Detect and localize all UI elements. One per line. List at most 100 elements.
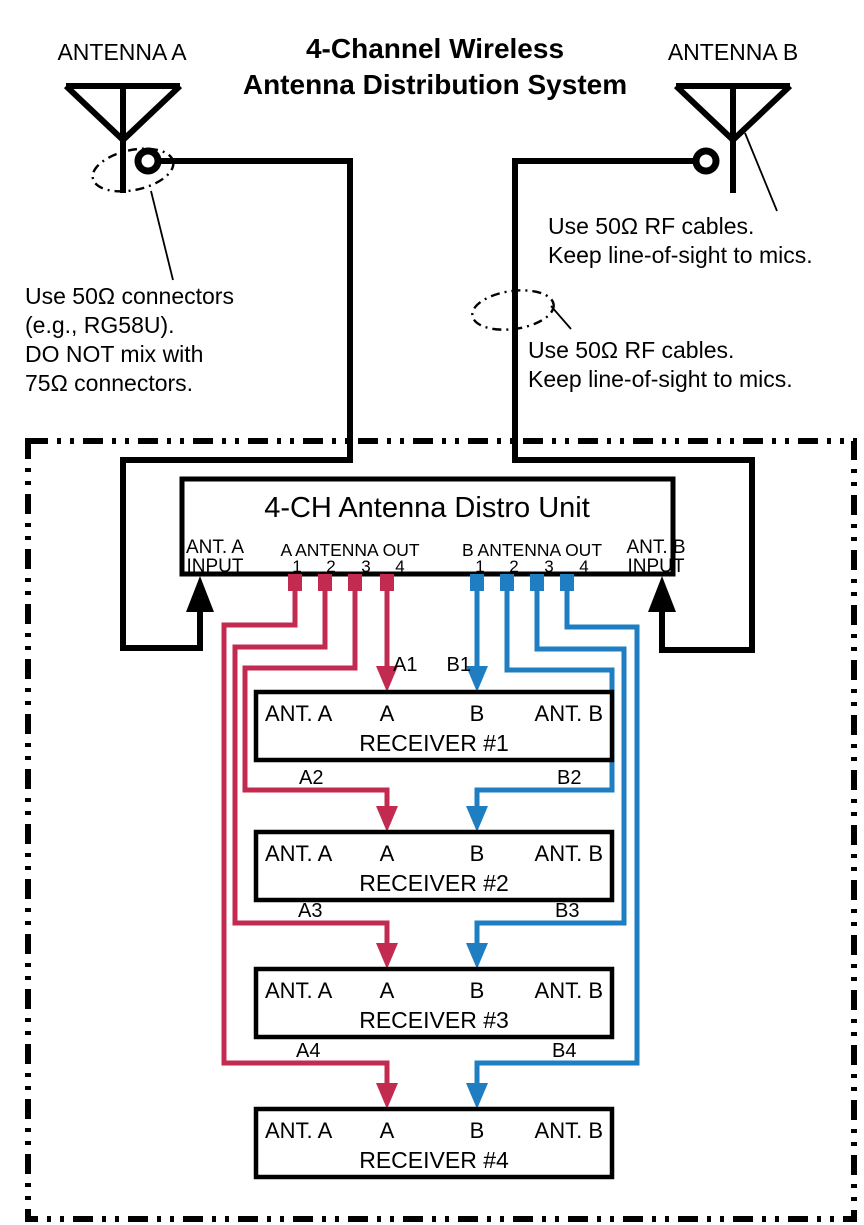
cable-label-b1: B1 <box>447 654 471 676</box>
rf-note-bottom: Use 50Ω RF cables. Keep line-of-sight to… <box>528 337 793 392</box>
ant-b-input-label-line2: INPUT <box>628 556 685 577</box>
receiver-2-ant-b-label: ANT. B <box>535 841 603 866</box>
receiver-4-box <box>253 1106 615 1180</box>
rf-note-top: Use 50Ω RF cables. Keep line-of-sight to… <box>548 213 813 268</box>
receiver-2-box <box>253 829 615 903</box>
receiver-3-name: RECEIVER #3 <box>359 1007 509 1033</box>
ant-a-input-arrow-icon <box>186 576 214 612</box>
receiver-1-ant-a-label: ANT. A <box>265 701 333 726</box>
receiver-3-ant-a-label: ANT. A <box>265 978 333 1003</box>
channel-b-cables <box>466 591 640 1109</box>
cable-a2-line <box>242 591 390 808</box>
antenna-a-connector-icon <box>134 147 162 175</box>
b-out-connector-3 <box>530 574 544 591</box>
channel-a-cables <box>221 591 398 1109</box>
rf-note-leader-ellipse-b <box>550 305 572 330</box>
a-out-port-2: 2 <box>326 557 335 576</box>
antenna-b-icon <box>673 83 793 193</box>
connector-note: Use 50Ω connectors (e.g., RG58U). DO NOT… <box>25 283 234 396</box>
page-title-line1: 4-Channel Wireless <box>306 33 564 64</box>
cable-label-a1: A1 <box>393 654 417 676</box>
b-antenna-out-label: B ANTENNA OUT <box>462 540 602 560</box>
distro-unit-title: 4-CH Antenna Distro Unit <box>264 492 590 524</box>
cable-a3-arrow-icon <box>376 943 398 969</box>
b-out-port-2: 2 <box>509 557 518 576</box>
cable-a1-arrow-icon <box>376 666 398 692</box>
cable-a4-arrow-icon <box>376 1083 398 1109</box>
connector-note-line2: (e.g., RG58U). <box>25 312 175 338</box>
rf-note-bottom-line1: Use 50Ω RF cables. <box>528 337 734 363</box>
b-out-connector-4 <box>560 574 574 591</box>
antenna-a-label: ANTENNA A <box>57 39 187 65</box>
a-out-connector-4 <box>380 574 394 591</box>
connector-note-line3: DO NOT mix with <box>25 341 203 367</box>
b-out-connectors <box>470 574 574 591</box>
cable-label-a3: A3 <box>298 900 322 922</box>
rf-note-bottom-line2: Keep line-of-sight to mics. <box>528 366 793 392</box>
b-out-port-3: 3 <box>544 557 553 576</box>
connector-callout-ellipse-a <box>91 147 175 193</box>
connector-note-line4: 75Ω connectors. <box>25 370 193 396</box>
b-out-connector-1 <box>470 574 484 591</box>
cable-b3-line <box>474 591 627 945</box>
cable-b4-arrow-icon <box>466 1083 488 1109</box>
b-out-connector-2 <box>500 574 514 591</box>
antenna-b-connector-icon <box>692 147 720 175</box>
rf-note-leader-antenna-b <box>744 132 778 212</box>
ant-b-input-label-line1: ANT. B <box>626 537 685 558</box>
a-out-port-1: 1 <box>292 557 301 576</box>
receiver-2-name: RECEIVER #2 <box>359 870 509 896</box>
connector-callout-leader-a <box>150 190 174 281</box>
cable-label-b4: B4 <box>552 1040 576 1062</box>
a-out-connector-2 <box>318 574 332 591</box>
receiver-4: ANT. A A B ANT. B RECEIVER #4 <box>253 1106 615 1180</box>
cable-b2-arrow-icon <box>466 806 488 832</box>
cable-a3-line <box>232 591 390 945</box>
a-out-port-4: 4 <box>395 557 404 576</box>
cable-labels: A1 B1 A2 B2 A3 B3 A4 B4 <box>296 654 581 1062</box>
a-out-connector-3 <box>348 574 362 591</box>
cable-label-b3: B3 <box>555 900 579 922</box>
receiver-3: ANT. A A B ANT. B RECEIVER #3 <box>253 966 615 1040</box>
distro-unit: 4-CH Antenna Distro Unit ANT. A INPUT AN… <box>179 476 686 591</box>
receiver-4-ant-b-label: ANT. B <box>535 1118 603 1143</box>
receiver-1-name: RECEIVER #1 <box>359 730 509 756</box>
page-title-line2: Antenna Distribution System <box>243 69 627 100</box>
cable-label-a2: A2 <box>299 767 323 789</box>
receiver-1-ant-b-label: ANT. B <box>535 701 603 726</box>
a-out-connector-1 <box>288 574 302 591</box>
b-out-port-1: 1 <box>475 557 484 576</box>
cable-b4-line <box>474 591 640 1085</box>
cable-a2-arrow-icon <box>376 806 398 832</box>
antenna-a-cable <box>120 158 353 651</box>
receiver-3-ant-b-label: ANT. B <box>535 978 603 1003</box>
receiver-4-port-b-label: B <box>470 1118 485 1143</box>
ant-b-input-arrow-icon <box>648 576 676 612</box>
receiver-1-port-a-label: A <box>380 701 395 726</box>
rf-note-top-line1: Use 50Ω RF cables. <box>548 213 754 239</box>
cable-label-a4: A4 <box>296 1040 320 1062</box>
distro-unit-box <box>179 476 676 577</box>
receiver-1: ANT. A A B ANT. B RECEIVER #1 <box>253 689 615 763</box>
receiver-2-port-b-label: B <box>470 841 485 866</box>
cable-a4-line <box>221 591 390 1085</box>
rf-note-top-line2: Keep line-of-sight to mics. <box>548 242 813 268</box>
receiver-4-port-a-label: A <box>380 1118 395 1143</box>
system-boundary-box <box>25 438 857 1222</box>
a-out-connectors <box>288 574 394 591</box>
cable-b1-arrow-icon <box>466 666 488 692</box>
receiver-4-name: RECEIVER #4 <box>359 1147 509 1173</box>
connector-note-line1: Use 50Ω connectors <box>25 283 234 309</box>
a-out-port-3: 3 <box>361 557 370 576</box>
b-out-port-4: 4 <box>579 557 588 576</box>
ant-a-input-label-line2: INPUT <box>187 556 244 577</box>
cable-b3-arrow-icon <box>466 943 488 969</box>
ant-a-input-label-line1: ANT. A <box>186 537 244 558</box>
antenna-b-label: ANTENNA B <box>668 39 798 65</box>
receiver-1-port-b-label: B <box>470 701 485 726</box>
receiver-2-ant-a-label: ANT. A <box>265 841 333 866</box>
cable-callout-ellipse-b <box>471 289 555 331</box>
receiver-3-box <box>253 966 615 1040</box>
a-antenna-out-label: A ANTENNA OUT <box>280 540 419 560</box>
